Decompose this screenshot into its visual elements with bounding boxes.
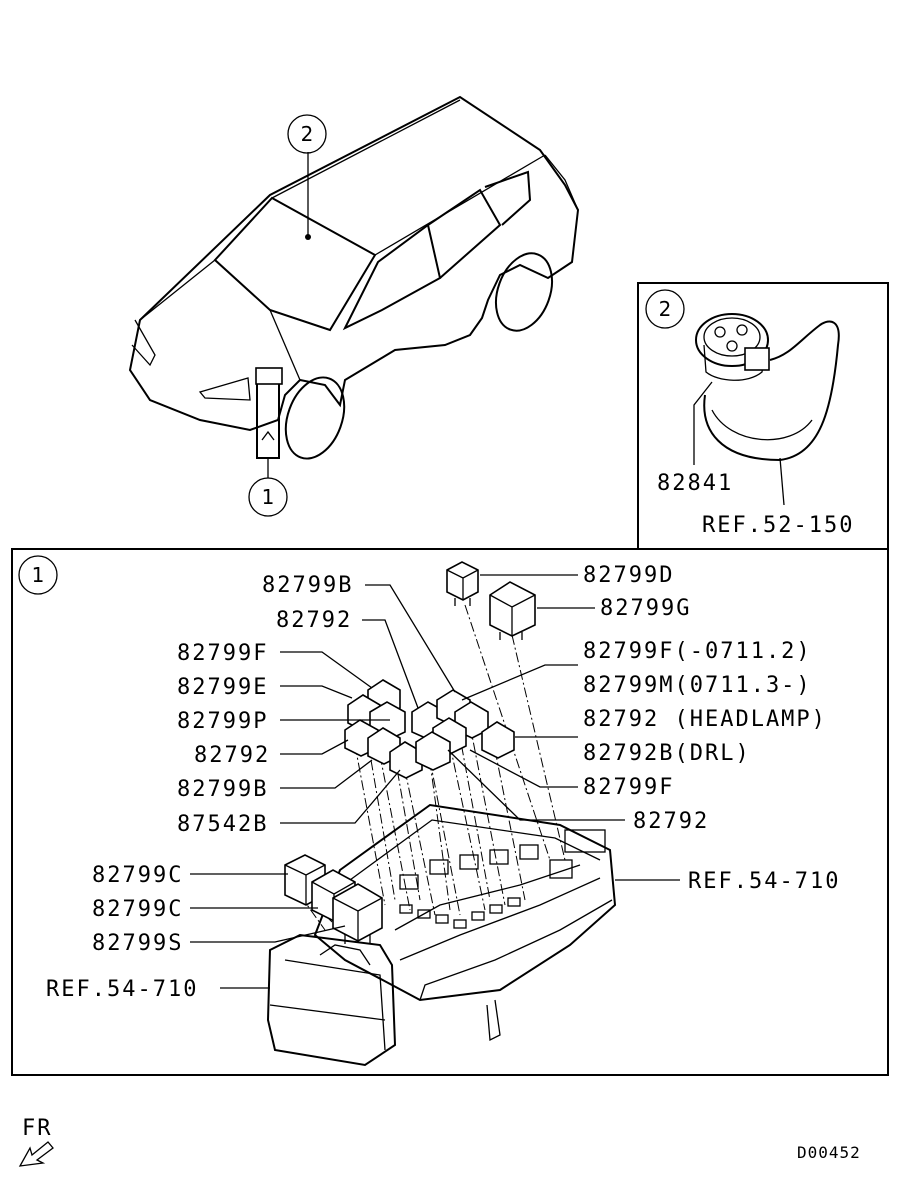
label-82792-right: 82792 xyxy=(633,809,709,834)
vehicle-illustration xyxy=(128,95,580,478)
relays xyxy=(284,561,536,944)
label-82799F-right: 82799F xyxy=(583,775,674,800)
label-ref-54-710-right: REF.54-710 xyxy=(688,869,840,894)
part-number-82841: 82841 xyxy=(657,471,733,496)
svg-text:1: 1 xyxy=(262,485,275,509)
diagram-code: D00452 xyxy=(797,1143,861,1162)
callout-2: 2 xyxy=(287,114,327,154)
label-82792-headlamp: 82792 (HEADLAMP) xyxy=(583,707,827,732)
label-82799S: 82799S xyxy=(92,931,183,956)
label-82799G: 82799G xyxy=(600,596,691,621)
callout-1: 1 xyxy=(248,477,288,517)
label-82799M-range: 82799M(0711.3-) xyxy=(583,673,812,698)
inset-panel: 2 82841 REF.52-150 xyxy=(637,282,889,550)
svg-text:2: 2 xyxy=(659,297,672,321)
label-82799E: 82799E xyxy=(177,675,268,700)
label-82799B-low: 82799B xyxy=(177,777,268,802)
front-direction-indicator: FR xyxy=(18,1116,54,1167)
detail-panel: 1 xyxy=(11,548,889,1076)
relay-82799G-icon xyxy=(489,581,536,640)
label-82799C-a: 82799C xyxy=(92,863,183,888)
label-82799F-left: 82799F xyxy=(177,641,268,666)
relay-82799D-icon xyxy=(446,561,479,606)
relay-82799S-icon xyxy=(332,883,383,944)
label-ref-54-710-left: REF.54-710 xyxy=(46,977,198,1002)
leader-lines xyxy=(190,574,680,989)
label-82799B-top: 82799B xyxy=(262,573,353,598)
label-82799D: 82799D xyxy=(583,563,674,588)
label-82799F-range: 82799F(-0711.2) xyxy=(583,639,812,664)
label-82799P: 82799P xyxy=(177,709,268,734)
ref-52-150: REF.52-150 xyxy=(702,513,854,538)
label-87542B: 87542B xyxy=(177,812,268,837)
relay-box xyxy=(266,803,617,1067)
relay-cluster-icon xyxy=(344,679,515,779)
part-labels: 82799B 82792 82799F 82799E 82799P 82792 … xyxy=(46,563,840,1002)
svg-text:2: 2 xyxy=(301,122,314,146)
label-82792-a: 82792 xyxy=(276,608,352,633)
light-sensor-icon xyxy=(695,313,840,462)
svg-text:FR: FR xyxy=(22,1116,53,1141)
label-82792-b: 82792 xyxy=(194,743,270,768)
label-82792B-drl: 82792B(DRL) xyxy=(583,741,751,766)
svg-text:1: 1 xyxy=(32,563,45,587)
label-82799C-b: 82799C xyxy=(92,897,183,922)
front-arrow-icon xyxy=(18,1141,54,1167)
